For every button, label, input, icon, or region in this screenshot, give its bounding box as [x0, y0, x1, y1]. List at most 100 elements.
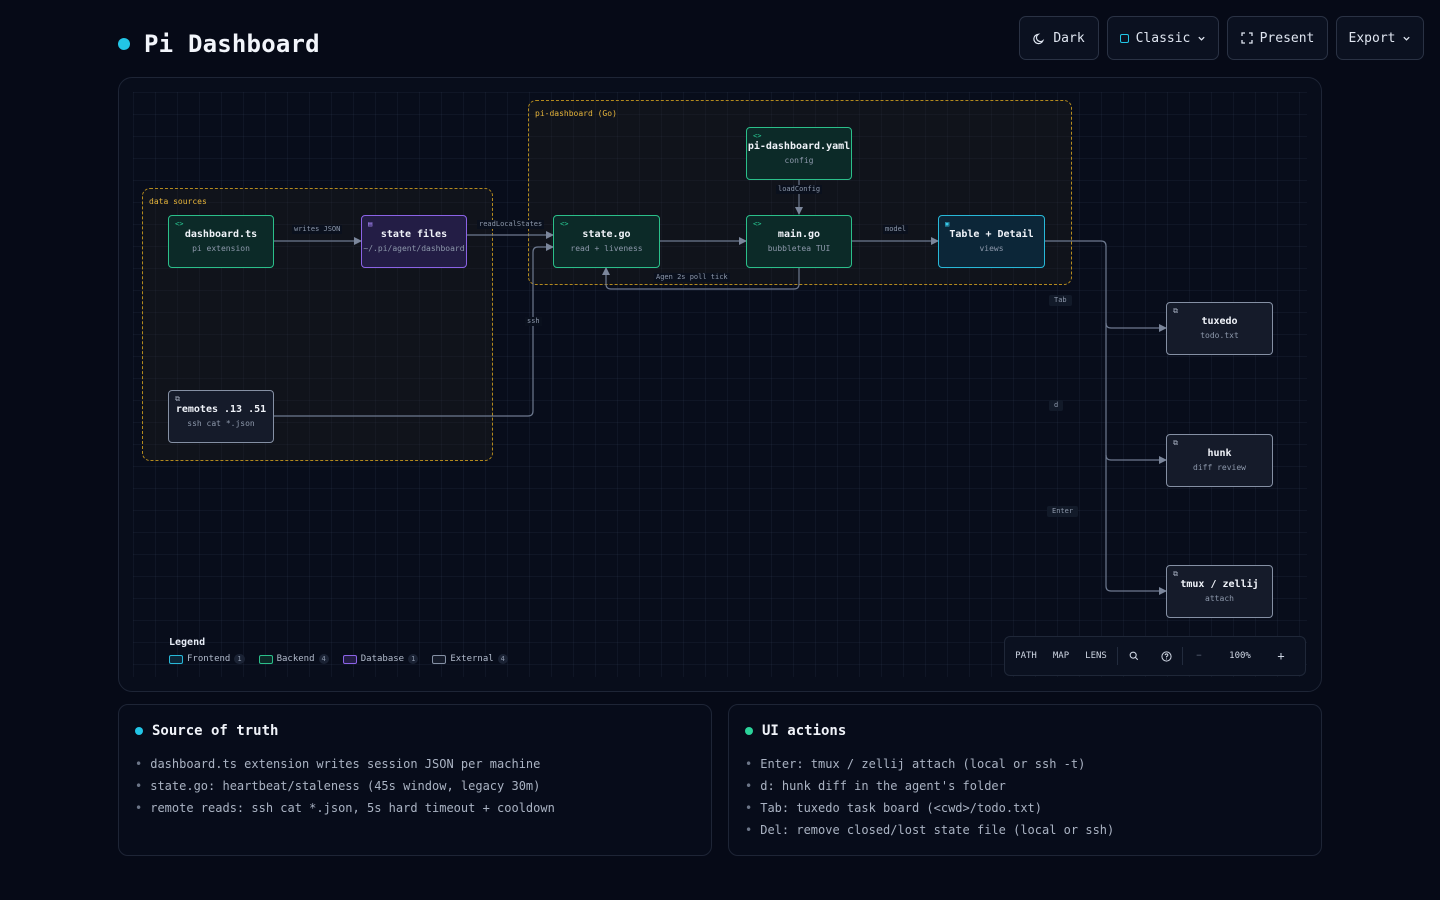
- diagram-canvas[interactable]: data sources pi-dashboard (Go) writes JS…: [118, 77, 1322, 692]
- legend-swatch: [432, 654, 447, 664]
- node-main-go[interactable]: <> main.go bubbletea TUI: [746, 215, 852, 268]
- present-label: Present: [1259, 30, 1315, 46]
- list-item: •Tab: tuxedo task board (<cwd>/todo.txt): [745, 801, 1042, 815]
- help-icon: [1160, 650, 1172, 662]
- dark-mode-button[interactable]: Dark: [1019, 16, 1099, 60]
- edge-label-d: d: [1049, 400, 1064, 411]
- legend-label: Frontend: [187, 654, 231, 664]
- path-view-button[interactable]: PATH: [1015, 651, 1037, 661]
- node-title: tuxedo: [1201, 316, 1238, 327]
- zoom-out-button[interactable]: −: [1196, 651, 1202, 661]
- group-label-pi-dashboard: pi-dashboard (Go): [535, 109, 617, 118]
- diagram-edges: [274, 180, 1167, 595]
- map-view-button[interactable]: MAP: [1052, 651, 1070, 661]
- node-title: state files: [380, 229, 448, 240]
- lens-view-button[interactable]: LENS: [1085, 651, 1107, 661]
- list-item: •state.go: heartbeat/staleness (45s wind…: [135, 779, 541, 793]
- chevron-down-icon: [1198, 36, 1206, 41]
- help-button[interactable]: [1150, 637, 1182, 675]
- code-icon: <>: [753, 220, 762, 228]
- node-subtitle: todo.txt: [1200, 331, 1239, 340]
- panel-header: Source of truth: [135, 723, 278, 739]
- edge-d: [1105, 323, 1167, 464]
- divider: [1182, 647, 1183, 665]
- edge-label-model: model: [883, 225, 909, 234]
- list-item: •Del: remove closed/lost state file (loc…: [745, 823, 1115, 837]
- panel-title: UI actions: [762, 723, 847, 739]
- list-item-text: Tab: tuxedo task board (<cwd>/todo.txt): [760, 801, 1042, 815]
- database-icon: ▤: [368, 220, 373, 228]
- search-icon: [1129, 651, 1139, 661]
- legend-swatch: [342, 654, 357, 664]
- node-remotes[interactable]: ⧉ remotes .13 .51 ssh cat *.json: [168, 390, 274, 443]
- edge-label-tab: Tab: [1049, 295, 1072, 306]
- theme-select-button[interactable]: Classic: [1107, 16, 1219, 60]
- moon-icon: [1033, 33, 1045, 44]
- search-button[interactable]: [1118, 637, 1150, 675]
- node-title: dashboard.ts: [184, 229, 258, 240]
- panel-dot: [135, 727, 143, 735]
- node-config-yaml[interactable]: <> pi-dashboard.yaml config: [746, 127, 852, 180]
- zoom-in-button[interactable]: +: [1277, 649, 1285, 663]
- node-title: state.go: [582, 229, 631, 240]
- legend-label: External: [450, 654, 494, 664]
- edge-label-read-local-states: readLocalStates: [477, 220, 545, 229]
- edge-label-load-config: loadConfig: [776, 185, 823, 194]
- list-item-text: state.go: heartbeat/staleness (45s windo…: [150, 779, 541, 793]
- list-item-text: dashboard.ts extension writes session JS…: [150, 757, 541, 771]
- legend-swatch: [169, 654, 183, 664]
- node-subtitle: ~/.pi/agent/dashboard: [363, 244, 465, 253]
- node-subtitle: ssh cat *.json: [187, 419, 255, 428]
- list-item: •Enter: tmux / zellij attach (local or s…: [745, 757, 1086, 771]
- theme-swatch-icon: [1119, 33, 1129, 43]
- legend-item-backend[interactable]: Backend 4: [258, 654, 329, 664]
- theme-select-label: Classic: [1135, 30, 1191, 46]
- legend-title: Legend: [169, 637, 206, 648]
- legend-item-external[interactable]: External 4: [432, 654, 508, 664]
- export-button[interactable]: Export: [1336, 16, 1424, 60]
- divider: [1117, 647, 1118, 665]
- ui-actions-panel: UI actions •Enter: tmux / zellij attach …: [728, 704, 1322, 856]
- list-item: •d: hunk diff in the agent's folder: [745, 779, 1006, 793]
- title-status-dot: [118, 38, 130, 50]
- edge-label-ssh: ssh: [525, 317, 542, 326]
- node-hunk[interactable]: ⧉ hunk diff review: [1166, 434, 1273, 487]
- node-subtitle: config: [784, 156, 814, 165]
- edge-label-enter: Enter: [1047, 506, 1079, 517]
- list-item-text: remote reads: ssh cat *.json, 5s hard ti…: [150, 801, 555, 815]
- dark-mode-label: Dark: [1053, 30, 1085, 46]
- node-subtitle: pi extension: [192, 244, 250, 253]
- node-tuxedo[interactable]: ⧉ tuxedo todo.txt: [1166, 302, 1273, 355]
- node-title: tmux / zellij: [1180, 579, 1259, 590]
- node-dashboard-ts[interactable]: <> dashboard.ts pi extension: [168, 215, 274, 268]
- code-icon: <>: [560, 220, 569, 228]
- node-subtitle: bubbletea TUI: [767, 244, 831, 253]
- edge-label-poll-tick: Agen 2s poll tick: [654, 273, 730, 282]
- legend-item-database[interactable]: Database 1: [342, 654, 419, 664]
- node-state-files[interactable]: ▤ state files ~/.pi/agent/dashboard: [361, 215, 467, 268]
- panel-header: UI actions: [745, 723, 846, 739]
- edge-tab: [1045, 240, 1167, 332]
- node-table-detail[interactable]: ▣ Table + Detail views: [938, 215, 1045, 268]
- edge-enter: [1105, 455, 1167, 595]
- present-button[interactable]: Present: [1227, 16, 1328, 60]
- list-item-text: Enter: tmux / zellij attach (local or ss…: [760, 757, 1086, 771]
- panel-dot: [745, 727, 753, 735]
- legend-count: 1: [408, 654, 419, 664]
- code-icon: <>: [753, 132, 762, 140]
- external-link-icon: ⧉: [1173, 570, 1178, 578]
- legend-count: 1: [234, 654, 245, 664]
- external-link-icon: ⧉: [175, 395, 180, 403]
- legend-swatch: [258, 654, 273, 664]
- edge-poll-tick: [602, 267, 800, 290]
- source-of-truth-panel: Source of truth •dashboard.ts extension …: [118, 704, 712, 856]
- legend-item-frontend[interactable]: Frontend 1: [169, 654, 245, 664]
- node-tmux-zellij[interactable]: ⧉ tmux / zellij attach: [1166, 565, 1273, 618]
- canvas-grid: [133, 92, 1307, 677]
- node-title: hunk: [1207, 448, 1232, 459]
- chevron-down-icon: [1403, 36, 1411, 41]
- list-item-text: Del: remove closed/lost state file (loca…: [760, 823, 1115, 837]
- node-state-go[interactable]: <> state.go read + liveness: [553, 215, 660, 268]
- fullscreen-icon: [1240, 32, 1253, 44]
- export-label: Export: [1348, 30, 1396, 46]
